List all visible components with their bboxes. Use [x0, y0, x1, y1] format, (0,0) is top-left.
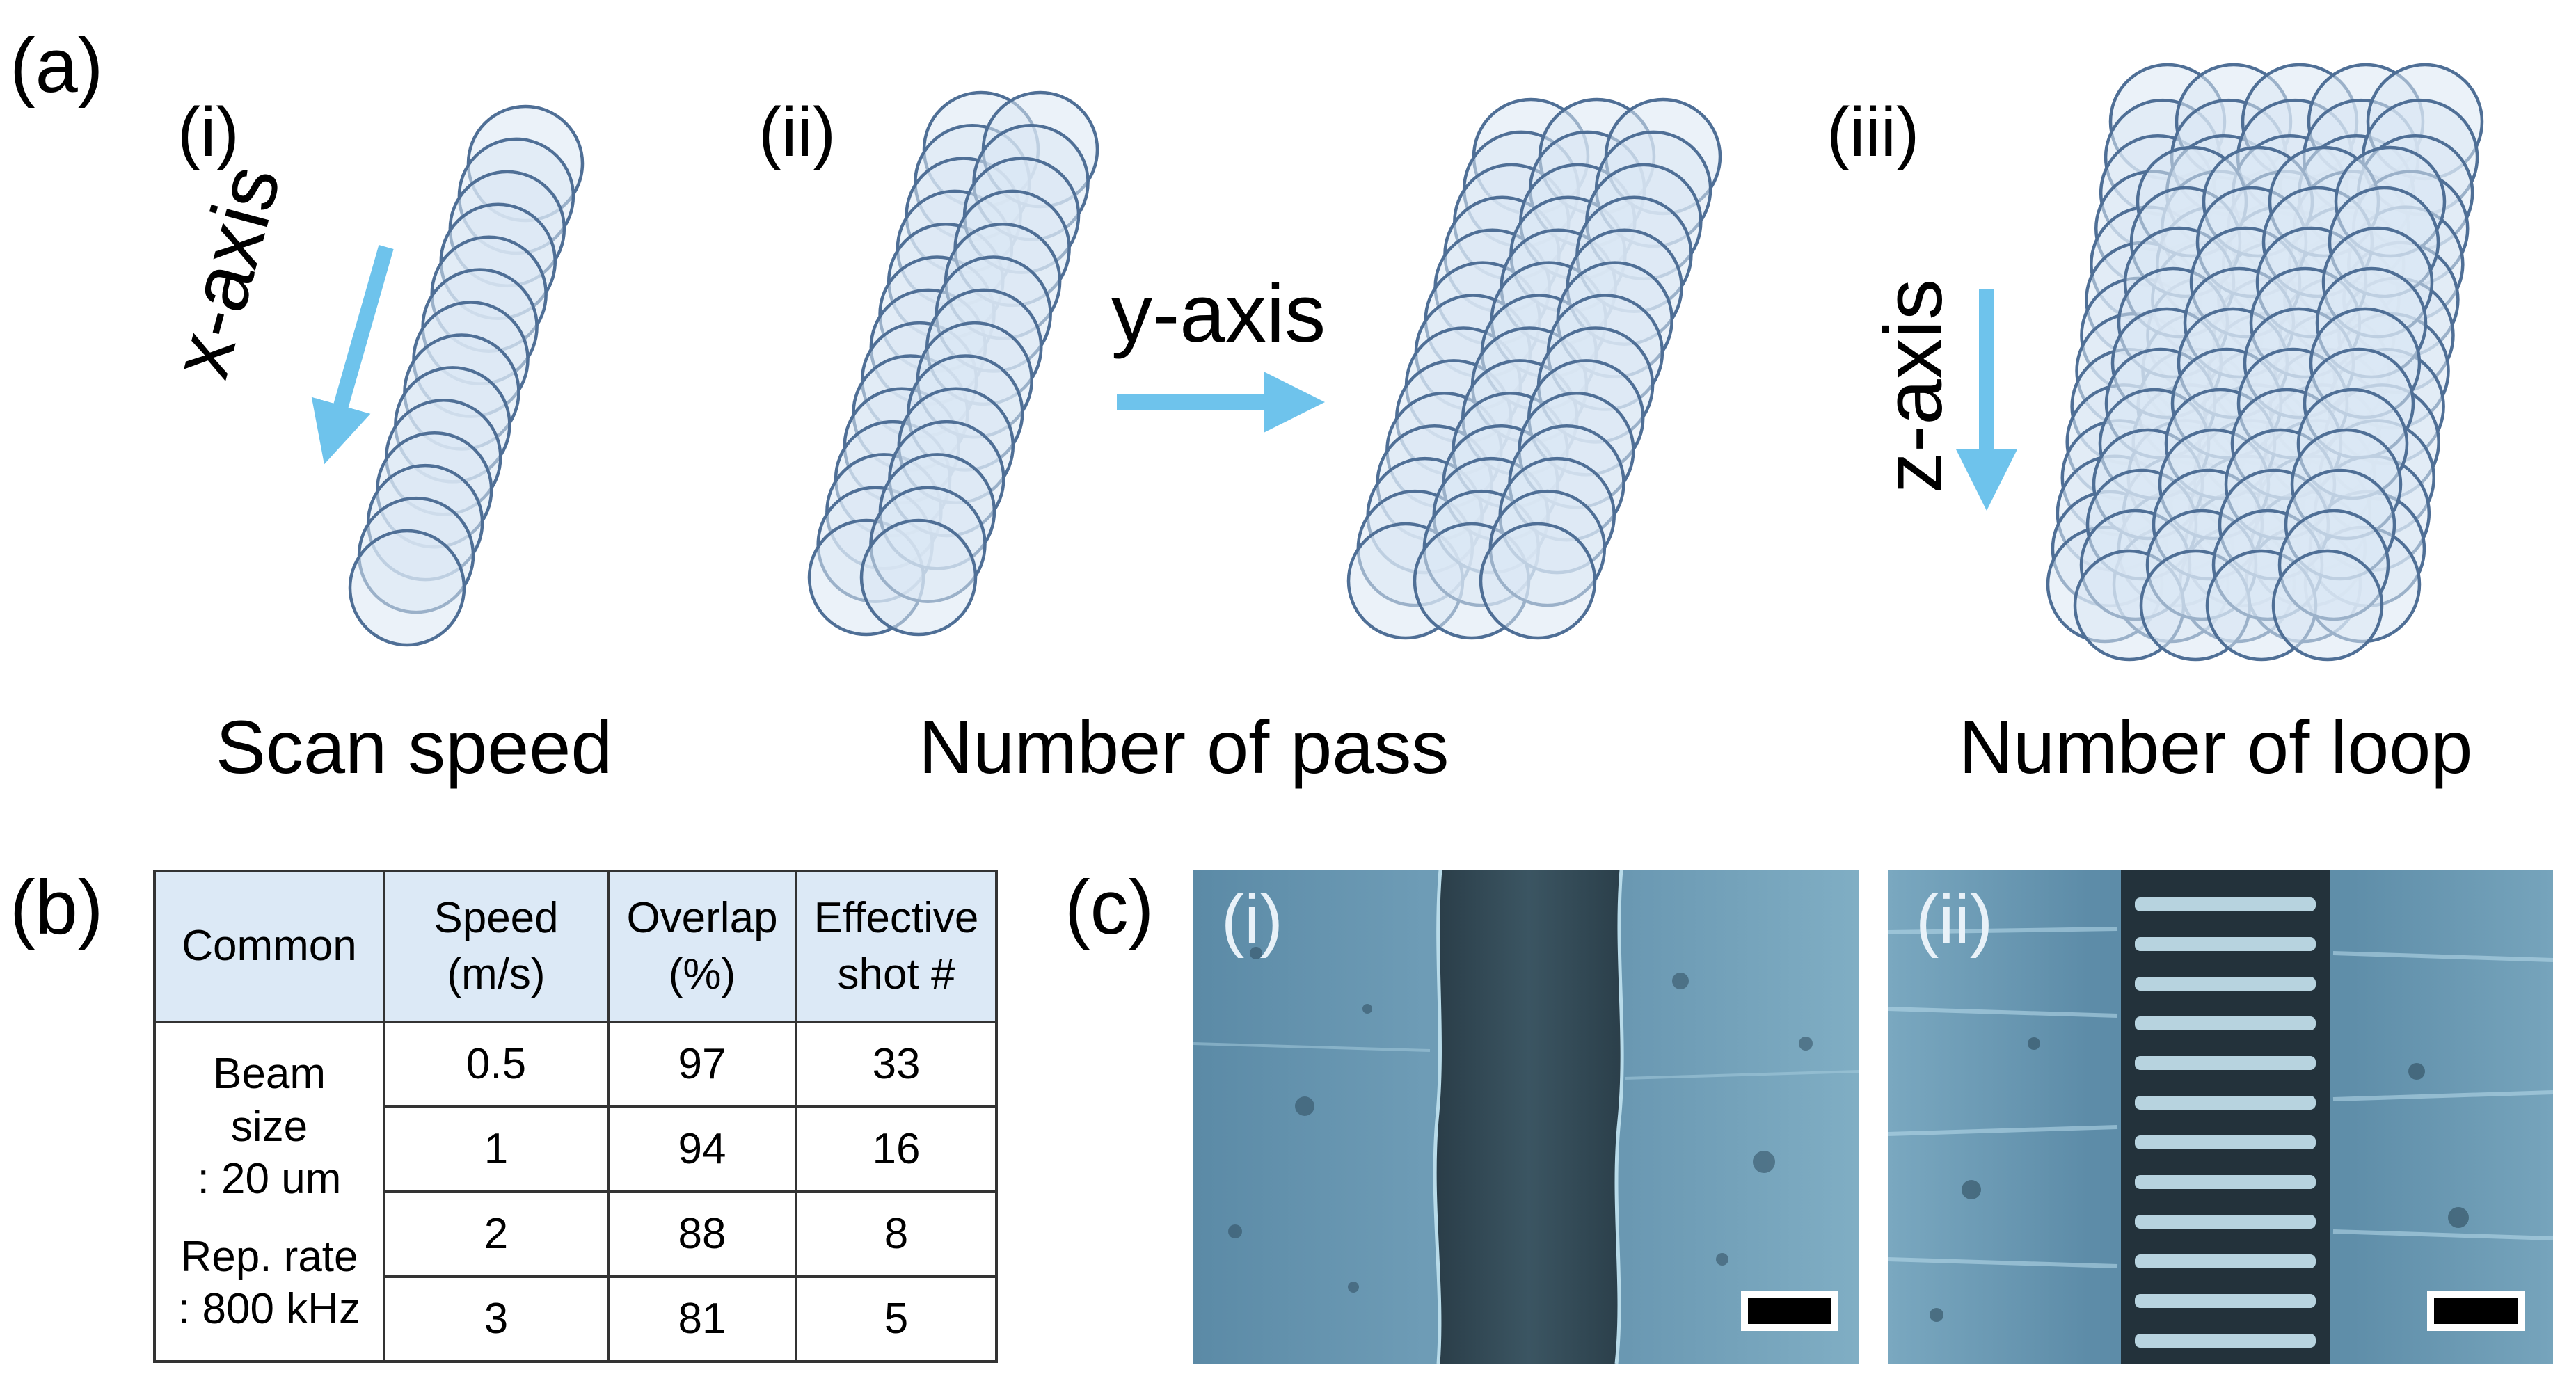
effective-shot-cell: 16 — [795, 1105, 998, 1193]
ladder-rung — [2135, 1135, 2316, 1149]
speed-cell: 0.5 — [383, 1021, 610, 1108]
overlap-cell: 81 — [607, 1275, 797, 1363]
panel-c-label: (c) — [1065, 865, 1154, 950]
overlap-cell: 88 — [607, 1190, 797, 1278]
ladder-rung — [2135, 1056, 2316, 1070]
header-speed: Speed(m/s) — [383, 870, 610, 1023]
panel-a-sub-iii: (iii) — [1827, 93, 1920, 171]
header-overlap: Overlap(%) — [607, 870, 797, 1023]
speed-cell: 1 — [383, 1105, 610, 1193]
micrograph-ii: (ii) — [1888, 870, 2553, 1364]
ladder-rung — [2135, 1294, 2316, 1308]
ladder-rung — [2135, 897, 2316, 911]
panel-b-label: (b) — [10, 865, 104, 950]
beam-spot-circle — [1479, 522, 1597, 640]
y-axis-label: y-axis — [1111, 268, 1326, 360]
scale-bar-ii — [2427, 1291, 2525, 1331]
micrograph-ii-label: (ii) — [1916, 881, 1994, 959]
ladder-rung — [2135, 1254, 2316, 1268]
scale-bar-i — [1741, 1291, 1838, 1331]
panel-a-sub-i: (i) — [177, 93, 239, 171]
table-row: 1 94 16 — [154, 1105, 998, 1193]
overlap-cell: 94 — [607, 1105, 797, 1193]
panel-a-sub-ii: (ii) — [758, 93, 836, 171]
ladder-rung — [2135, 977, 2316, 991]
caption-number-of-loop: Number of loop — [1959, 705, 2473, 789]
beam-spot-diagrams — [311, 63, 2484, 662]
micrograph-i: (i) — [1193, 870, 1859, 1364]
ladder-rung — [2135, 1175, 2316, 1189]
diagram-pass-before — [807, 90, 1099, 637]
ladder-rungs — [2135, 897, 2316, 1348]
beam-spot-circle — [2271, 549, 2384, 662]
micrograph-i-label: (i) — [1221, 881, 1283, 959]
effective-shot-cell: 5 — [795, 1275, 998, 1363]
caption-scan-speed: Scan speed — [216, 705, 613, 789]
z-axis-label: z-axis — [1868, 278, 1959, 494]
ladder-rung — [2135, 1334, 2316, 1348]
x-axis-arrow-icon — [311, 244, 394, 465]
micrograph-ladder-channel-icon — [1888, 870, 2553, 1364]
effective-shot-cell: 8 — [795, 1190, 998, 1278]
overlap-cell: 97 — [607, 1021, 797, 1108]
table-row: Beam size : 20 um Rep. rate : 800 kHz 0.… — [153, 1021, 998, 1363]
beam-spot-circle — [348, 529, 466, 647]
micrograph-wide-channel-icon — [1193, 870, 1859, 1364]
common-conditions-cell: Beam size : 20 um Rep. rate : 800 kHz — [153, 1021, 385, 1363]
speed-cell: 3 — [383, 1275, 610, 1363]
caption-number-of-pass: Number of pass — [919, 705, 1449, 789]
ladder-rung — [2135, 937, 2316, 951]
header-common: Common — [153, 870, 385, 1023]
ladder-rung — [2135, 1215, 2316, 1229]
diagram-scan-speed — [348, 104, 585, 647]
table-row: 3 81 5 — [154, 1275, 998, 1363]
effective-shot-cell: 33 — [795, 1021, 998, 1108]
diagram-loop — [2046, 63, 2484, 662]
ladder-rung — [2135, 1096, 2316, 1110]
ladder-rung — [2135, 1016, 2316, 1030]
beam-spot-circle — [859, 518, 978, 637]
speed-cell: 2 — [383, 1190, 610, 1278]
table-row: 2 88 8 — [154, 1190, 998, 1278]
panel-a-label: (a) — [10, 23, 104, 109]
diagram-pass-after — [1346, 97, 1722, 640]
